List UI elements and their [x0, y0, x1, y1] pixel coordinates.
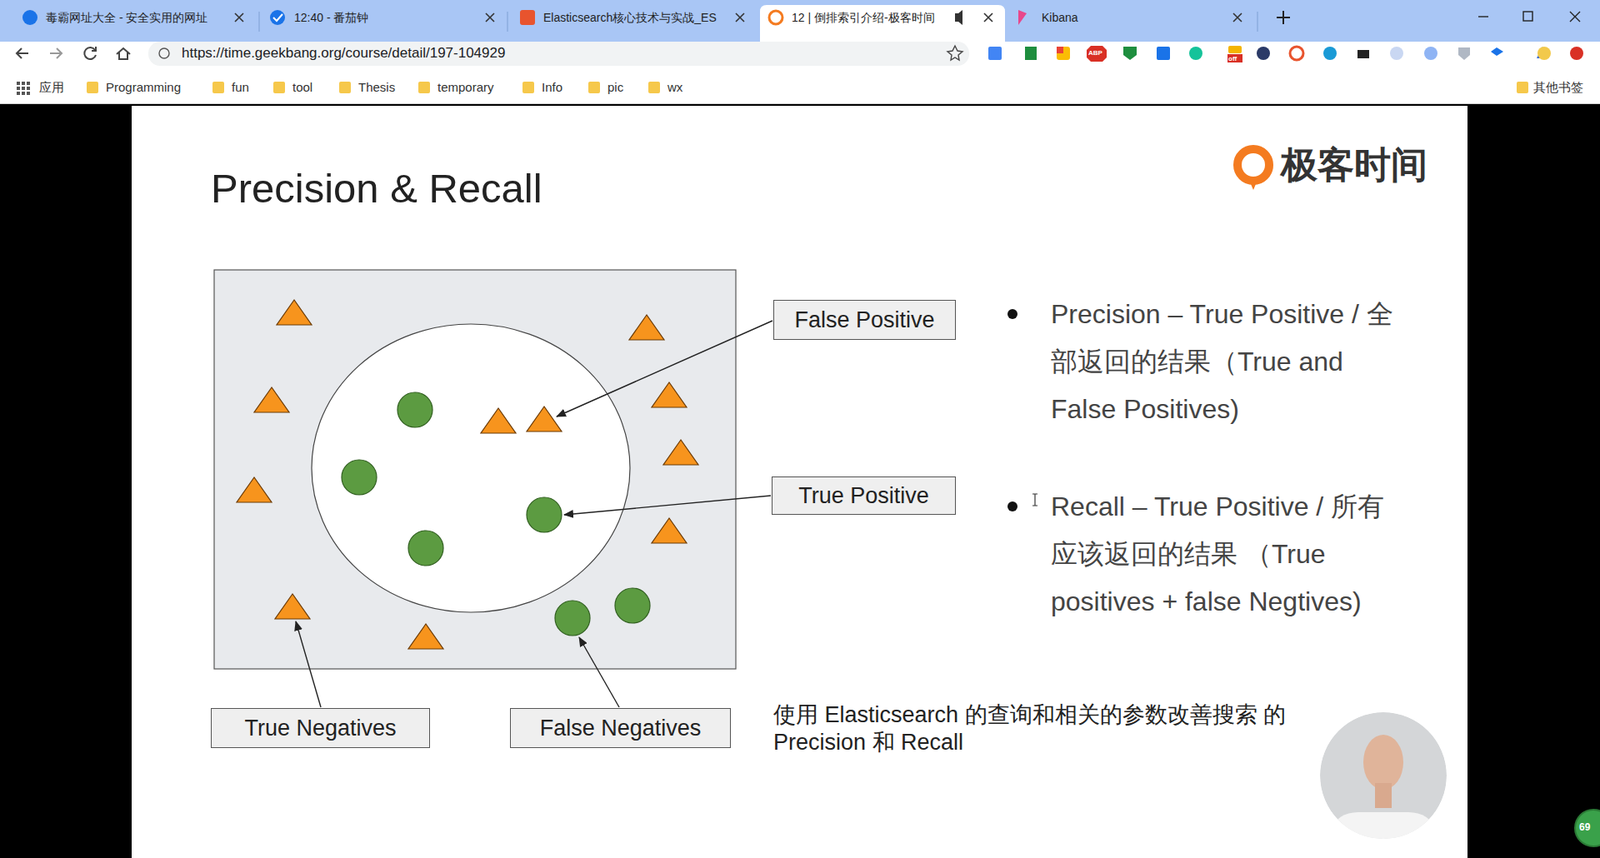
bookmark-star [947, 45, 963, 60]
bookmark-label: tool [292, 80, 313, 95]
bookmark-label: temporary [437, 80, 495, 95]
status-badge [1575, 810, 1600, 847]
box-label: True Positive [798, 483, 930, 510]
tab-separators [259, 11, 1258, 32]
circles [341, 392, 650, 636]
extension-badge: off [1228, 55, 1237, 64]
label-box: True Positive [771, 476, 956, 515]
info-icon [159, 48, 170, 59]
badge-number: 69 [1579, 821, 1590, 834]
bookmark-label: 其他书签 [1533, 80, 1584, 95]
universe-box [214, 270, 736, 670]
triangles [236, 300, 699, 650]
leader-lines [295, 320, 773, 708]
logo-text: 极客时间 [1280, 143, 1428, 188]
tab-strip [0, 0, 1600, 42]
extension-badge: ABP [1088, 49, 1103, 58]
speaker-icon [955, 10, 963, 25]
tab-title: Elasticsearch核心技术与实战_ES [543, 10, 717, 25]
tab-title: 12:40 - 番茄钟 [294, 10, 369, 25]
presenter-video [1320, 712, 1447, 846]
omnibox [148, 41, 970, 66]
label-box: False Negatives [510, 708, 731, 749]
bullet-dots [1007, 309, 1018, 512]
nav-buttons [16, 46, 130, 60]
bullet-text: Precision – True Positive / 全部返回的结果（True… [1050, 290, 1410, 434]
box-label: False Negatives [540, 715, 702, 742]
tab-title: 12 | 倒排索引介绍-极客时间 [791, 10, 935, 25]
tab-close-icons [235, 13, 1242, 22]
slide [131, 105, 1468, 858]
bullet-text: Recall – True Positive / 所有应该返回的结果 （True… [1050, 483, 1410, 626]
bookmark-label: 应用 [39, 80, 65, 95]
bookmark-label: Info [541, 80, 563, 95]
label-box: False Positive [773, 300, 956, 340]
box-label: True Negatives [244, 715, 396, 742]
returned-set [311, 324, 630, 613]
box-label: False Positive [794, 307, 935, 334]
bookmark-label: Thesis [358, 80, 395, 95]
window-controls [1478, 11, 1580, 22]
active-tab [760, 5, 1005, 42]
extension-icons [988, 45, 1584, 63]
url-text: https://time.geekbang.org/course/detail/… [181, 45, 505, 62]
bookmark-label: pic [607, 80, 624, 95]
text-cursor [1032, 494, 1038, 506]
new-tab-icon [1276, 10, 1290, 25]
bookmark-label: fun [231, 80, 250, 95]
label-box: True Negatives [210, 708, 430, 749]
slide-title: Precision & Recall [210, 164, 543, 214]
slide-note: 使用 Elasticsearch 的查询和相关的参数改善搜索 的 Precisi… [773, 701, 1357, 757]
toolbar [0, 41, 1600, 104]
bookmark-label: wx [667, 80, 683, 95]
tab-title: 毒霸网址大全 - 安全实用的网址 [45, 10, 208, 25]
tab-title: Kibana [1041, 10, 1079, 25]
logo-icon [1237, 149, 1270, 190]
toolbar-border [0, 103, 1600, 105]
tab-favicons [22, 10, 1027, 25]
bookmark-label: Programming [105, 80, 181, 95]
